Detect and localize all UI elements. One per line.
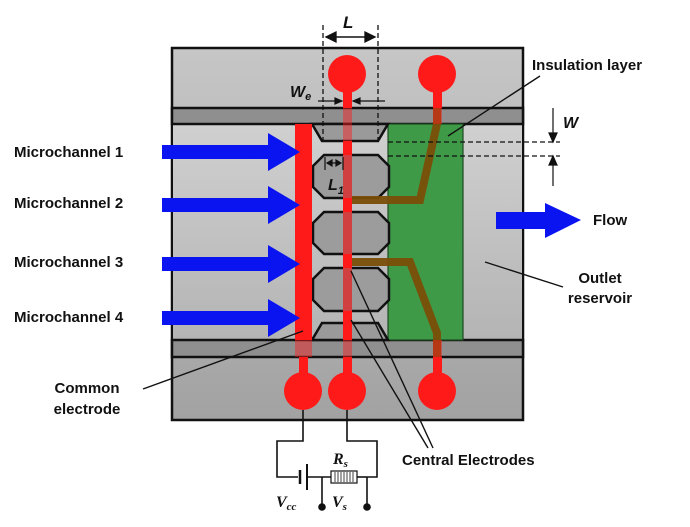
label-common-electrode-2: electrode [54,401,121,418]
label-microchannel-3: Microchannel 3 [14,254,123,271]
dim-label-L1: L1 [328,177,344,197]
dimension-L [322,25,379,142]
leader-central-1 [350,270,434,449]
label-flow: Flow [593,212,627,229]
circuit-label-Rs: Rs [332,451,348,470]
leader-insulation [447,75,541,137]
inlet-arrow-4 [162,299,300,337]
readout-circuit [276,410,378,511]
dim-label-L: L [343,13,353,32]
flow-arrow [496,203,581,238]
resistor-hatch [334,472,354,482]
label-insulation-layer: Insulation layer [532,57,642,74]
outlet-electrode [418,55,456,410]
label-central-electrodes: Central Electrodes [402,452,535,469]
label-outlet-1: Outlet [578,270,621,287]
label-microchannel-1: Microchannel 1 [14,144,123,161]
inlet-arrow-3 [162,245,300,283]
buried-trace-upper [351,108,441,204]
central-electrode-top-pad [328,55,366,93]
label-outlet-2: reservoir [568,290,632,307]
terminal-right [363,503,371,511]
inlet-arrows [162,133,300,337]
common-electrode-pad [284,372,322,410]
dimension-W [388,108,560,186]
outlet-electrode-bottom-pad [418,372,456,410]
inlet-arrow-2 [162,186,300,224]
central-electrode [328,55,366,410]
dim-label-We: We [290,84,311,103]
terminal-left [318,503,326,511]
label-microchannel-2: Microchannel 2 [14,195,123,212]
label-common-electrode-1: Common [55,380,120,397]
circuit-label-Vs: Vs [332,494,347,513]
leader-common [142,330,304,390]
label-microchannel-4: Microchannel 4 [14,309,124,326]
outlet-electrode-top-pad [418,55,456,93]
leader-outlet [484,261,564,288]
circuit-label-Vcc: Vcc [276,494,297,513]
common-electrode [284,124,322,410]
leader-central-2 [350,319,429,449]
dimension-L1 [324,157,344,170]
inlet-arrow-1 [162,133,300,171]
central-electrode-bottom-pad [328,372,366,410]
dim-label-W: W [563,115,580,132]
leader-lines [142,75,564,449]
buried-trace-lower [351,258,441,357]
dimension-We [318,97,385,105]
